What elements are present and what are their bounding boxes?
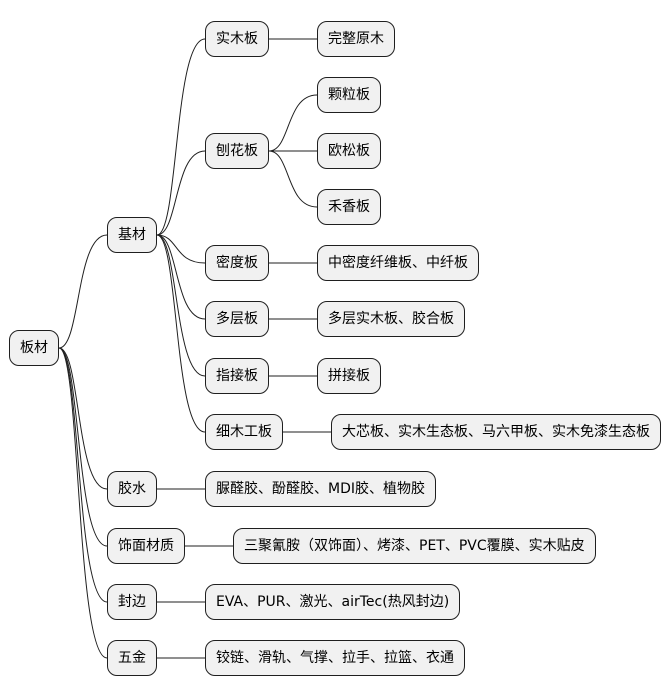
connector-line: [156, 234, 206, 433]
node-multilayer-board: 多层板: [205, 301, 269, 337]
node-granule-board: 颗粒板: [317, 77, 381, 113]
node-edge-banding: 封边: [107, 584, 157, 620]
connector-line: [156, 150, 206, 236]
connector-line: [268, 150, 318, 208]
node-particle-board: 刨花板: [205, 133, 269, 169]
node-hardware: 五金: [107, 640, 157, 676]
connector-line: [156, 234, 206, 377]
node-glue: 胶水: [107, 471, 157, 507]
node-veneer-material: 饰面材质: [107, 528, 185, 564]
node-edge-banding-types: EVA、PUR、激光、airTec(热风封边): [205, 584, 461, 620]
connector-line: [58, 347, 108, 659]
node-root: 板材: [9, 330, 59, 366]
connector-line: [156, 234, 206, 320]
node-straw-board: 禾香板: [317, 189, 381, 225]
node-osb-board: 欧松板: [317, 133, 381, 169]
node-spliced-board: 拼接板: [317, 358, 381, 394]
node-solid-wood-board: 实木板: [205, 21, 269, 57]
connector-line: [156, 234, 206, 264]
connector-line: [58, 347, 108, 490]
node-substrate: 基材: [107, 217, 157, 253]
node-mdf: 中密度纤维板、中纤板: [317, 245, 479, 281]
node-veneer-types: 三聚氰胺（双饰面）、烤漆、PET、PVC覆膜、实木贴皮: [233, 528, 596, 564]
node-plywood: 多层实木板、胶合板: [317, 301, 465, 337]
node-whole-log: 完整原木: [317, 21, 395, 57]
node-density-board: 密度板: [205, 245, 269, 281]
node-finger-joint-board: 指接板: [205, 358, 269, 394]
connector-line: [156, 38, 206, 236]
node-blockboard: 细木工板: [205, 414, 283, 450]
node-blockboard-types: 大芯板、实木生态板、马六甲板、实木免漆生态板: [331, 414, 661, 450]
node-hardware-types: 铰链、滑轨、气撑、拉手、拉篮、衣通: [205, 640, 465, 676]
connector-line: [58, 347, 108, 603]
connector-line: [58, 347, 108, 547]
node-glue-types: 脲醛胶、酚醛胶、MDI胶、植物胶: [205, 471, 436, 507]
connector-line: [268, 94, 318, 152]
connector-line: [58, 234, 108, 349]
